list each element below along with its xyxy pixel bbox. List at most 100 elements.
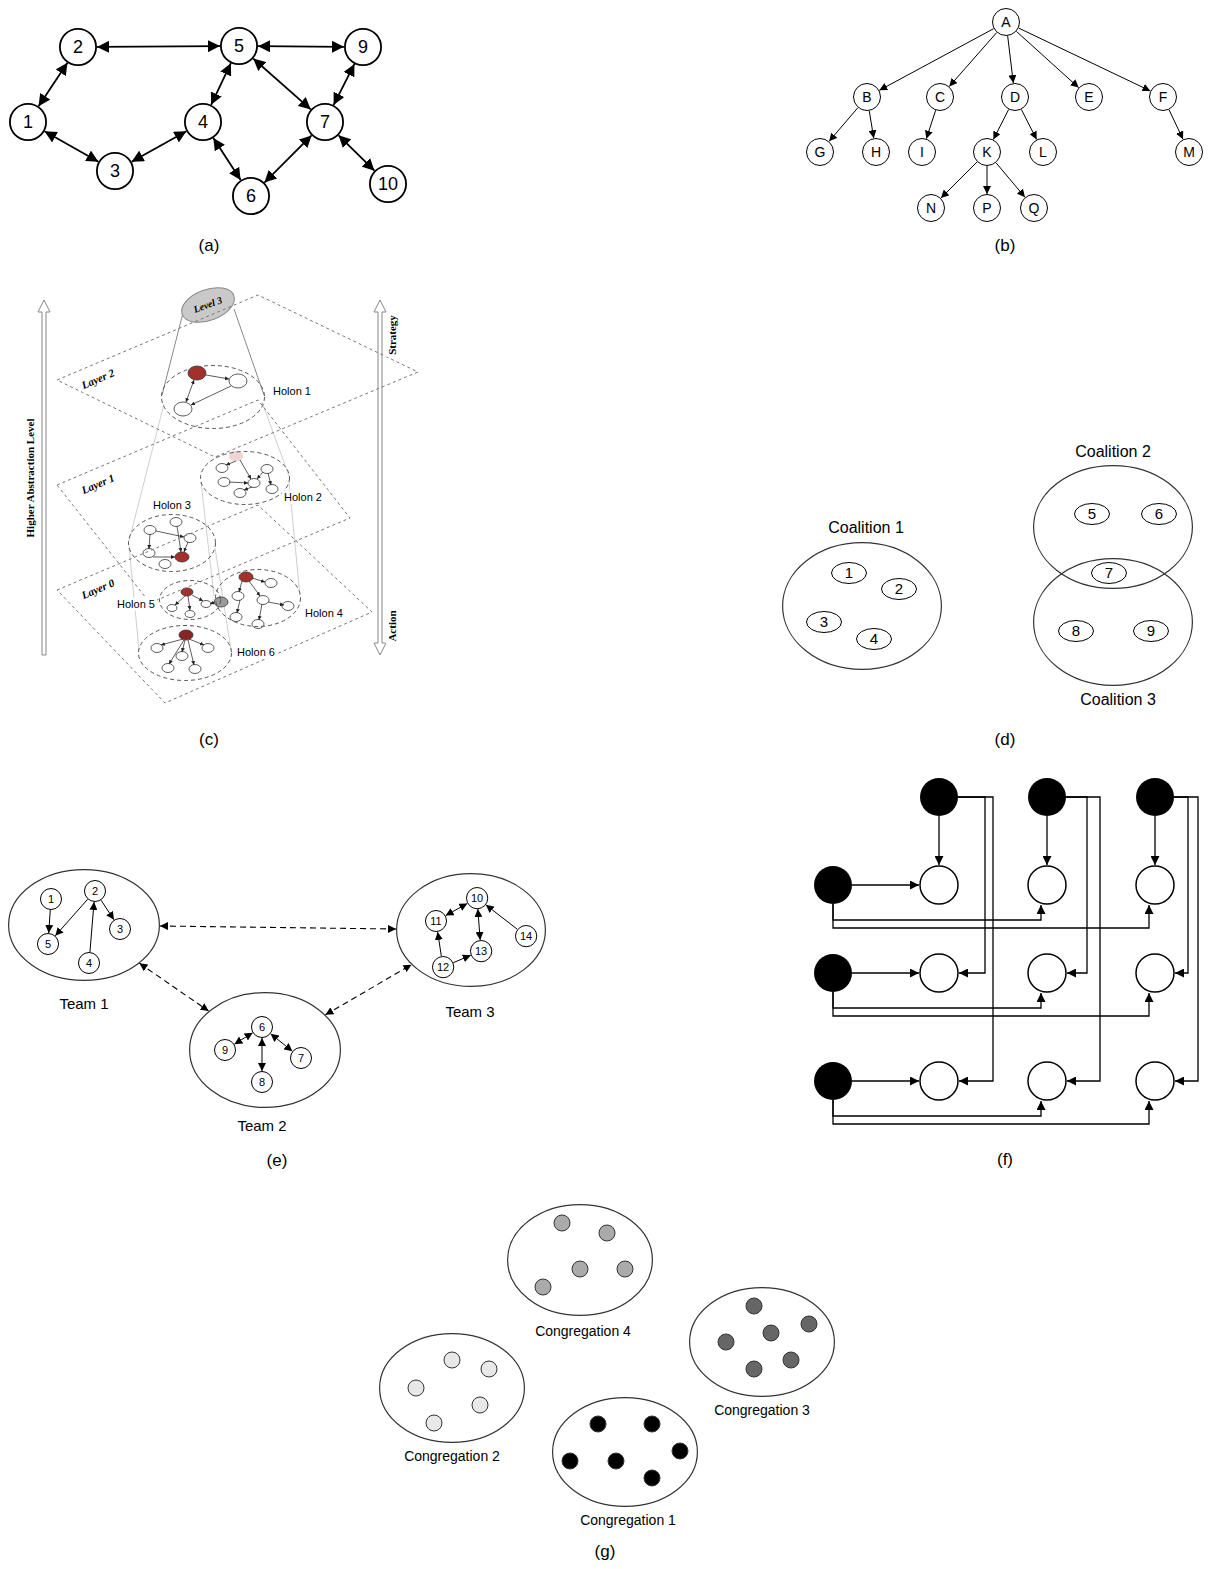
node-shape [783, 543, 942, 670]
connector [45, 131, 99, 161]
node-label: 7 [1105, 564, 1113, 581]
node-heading: Team 2 [237, 1117, 286, 1134]
node-label: H [871, 144, 881, 160]
holon-agent-link [226, 461, 236, 465]
control-wire [1154, 816, 1155, 865]
connector [139, 963, 208, 1011]
control-wire [833, 992, 1149, 1016]
node-heading: Holon 1 [271, 385, 313, 398]
controlled-agent [1028, 954, 1066, 992]
node-shape [1021, 195, 1048, 222]
node-label: 11 [430, 915, 441, 928]
team: 6978Team 2 [189, 992, 341, 1108]
panel-label: (g) [593, 1542, 618, 1562]
holon-agent-link [191, 386, 231, 405]
control-wire [833, 797, 1198, 1124]
node-label: 14 [520, 930, 532, 943]
holon: Holon 4 [215, 569, 301, 627]
node-label: E [1084, 89, 1093, 105]
node-shape [508, 1205, 653, 1316]
node-shape [857, 629, 892, 650]
controlled-agent [920, 1062, 958, 1100]
congregation-member [590, 1416, 606, 1432]
holon-agent [184, 534, 196, 543]
graph-node: 9 [344, 28, 382, 66]
graph-node: 7 [306, 103, 344, 141]
node-shape [426, 911, 447, 932]
congregation-member [746, 1361, 762, 1377]
node-heading: Congregation 4 [535, 1323, 631, 1339]
node-shape [854, 84, 881, 111]
congregation-member [763, 1325, 779, 1341]
holon-agent [266, 485, 278, 494]
team: 12534Team 1 [8, 869, 160, 981]
control-wire [833, 992, 1041, 1008]
agent-node: 11 [425, 910, 447, 932]
tree-node: F [1149, 83, 1177, 111]
node-shape [918, 195, 945, 222]
congregation-member [481, 1361, 497, 1377]
node-label: 9 [222, 1044, 228, 1057]
node-label: 5 [1088, 505, 1096, 522]
connector [949, 33, 997, 87]
node-label: 13 [475, 945, 487, 958]
holon-agent-link [192, 595, 203, 601]
holon-agent-link [153, 557, 175, 558]
holon-agent-link [237, 600, 240, 613]
node-shape [1034, 466, 1193, 589]
node-outline [782, 542, 942, 670]
connector [446, 903, 468, 915]
agent-node: 4 [78, 952, 100, 974]
abstraction-arrow [38, 300, 386, 655]
tree-node: H [862, 138, 890, 166]
node-label: M [1183, 144, 1195, 160]
holon-agent [230, 613, 242, 622]
holon-agent [218, 478, 230, 487]
control-wire [1174, 797, 1198, 1081]
congregation: Congregation 3 [689, 1287, 835, 1397]
node-label: C [935, 89, 945, 105]
tree-node: M [1175, 138, 1203, 166]
congregation: Congregation 4 [507, 1204, 653, 1316]
holon-agent [176, 652, 188, 661]
node-label: 5 [45, 938, 51, 951]
node-label: 1 [23, 112, 33, 133]
holon-agent [162, 664, 174, 673]
connector [271, 1034, 293, 1051]
node-shape [470, 940, 491, 961]
node-outline [57, 505, 372, 703]
node-outline [128, 514, 216, 572]
node-shape [307, 104, 343, 140]
holon-agent [170, 518, 182, 527]
connector [90, 902, 94, 952]
tree-node: G [806, 138, 834, 166]
holon-agent [144, 526, 156, 535]
control-wire [1046, 816, 1047, 865]
node-shape [177, 281, 239, 329]
holon-agent [181, 588, 193, 596]
node-shape [1150, 84, 1177, 111]
agent-node: 6 [1141, 503, 1177, 525]
controlled-agent [920, 866, 958, 904]
agent-node: 10 [466, 887, 488, 909]
agent-node: 4 [856, 628, 892, 650]
graph-node: 2 [59, 28, 97, 66]
coalition: 89Coalition 3 [1033, 558, 1193, 686]
layer-plane: Holon 1Layer 2 [57, 295, 418, 457]
node-label: 10 [471, 892, 483, 905]
connector [1019, 28, 1151, 91]
holon-agent-link [252, 578, 265, 582]
agent-node: 9 [214, 1039, 236, 1061]
holon-agent [159, 560, 171, 569]
connector [996, 163, 1025, 198]
agent-node: 1 [831, 562, 867, 584]
node-label: 6 [1155, 505, 1163, 522]
connector [1008, 36, 1014, 83]
holon-agent [252, 620, 264, 629]
abstraction-arrow [374, 300, 386, 655]
holon-link-line [129, 402, 300, 650]
holon-agent-link [189, 639, 204, 645]
node-heading: Layer 1 [78, 471, 118, 498]
holon-link-line [262, 402, 289, 476]
tree-node: D [1001, 83, 1029, 111]
